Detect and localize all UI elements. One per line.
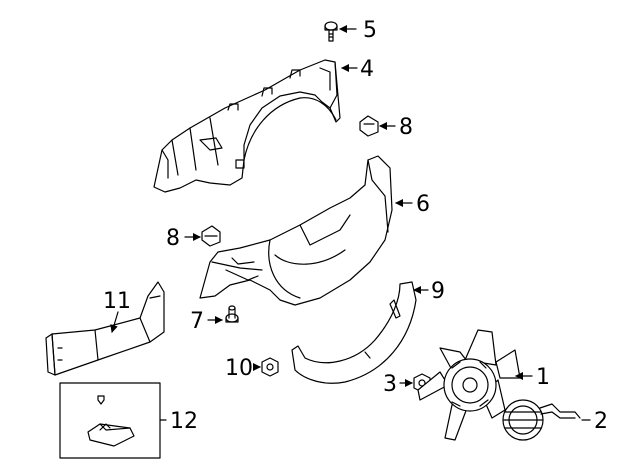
- leader-arrows: [110, 25, 591, 421]
- upper-fan-shroud-part-4: [153, 59, 341, 193]
- callout-2: 2: [594, 409, 608, 434]
- callout-4: 4: [360, 57, 374, 82]
- fan-part-1: [417, 329, 521, 441]
- callout-5: 5: [363, 18, 377, 43]
- clip-part-8-upper: [359, 115, 379, 137]
- curved-shield-part-9: [291, 281, 417, 384]
- callout-10: 10: [225, 356, 253, 381]
- callout-12: 12: [170, 409, 198, 434]
- bolt-part-10: [261, 357, 279, 377]
- fan-clutch-part-2: [502, 399, 581, 441]
- callout-11: 11: [103, 289, 131, 314]
- callout-1: 1: [536, 365, 550, 390]
- callout-7: 7: [190, 309, 204, 334]
- clip-part-8-lower: [201, 225, 221, 247]
- callout-3: 3: [383, 372, 397, 397]
- bolt-part-7: [225, 305, 239, 323]
- callout-labels: 5 4 8 6 8 9 7 10 3 1 2 11 12: [103, 18, 608, 434]
- bolt-part-5: [324, 21, 338, 42]
- callout-6: 6: [416, 192, 430, 217]
- leader-11: [110, 311, 119, 333]
- callout-8-upper: 8: [399, 115, 413, 140]
- lower-deflector-part-11: [45, 281, 165, 376]
- lower-fan-shroud-part-6: [199, 155, 393, 306]
- callout-8-lower: 8: [166, 226, 180, 251]
- callout-9: 9: [431, 279, 445, 304]
- inset-box-part-12: [59, 382, 161, 459]
